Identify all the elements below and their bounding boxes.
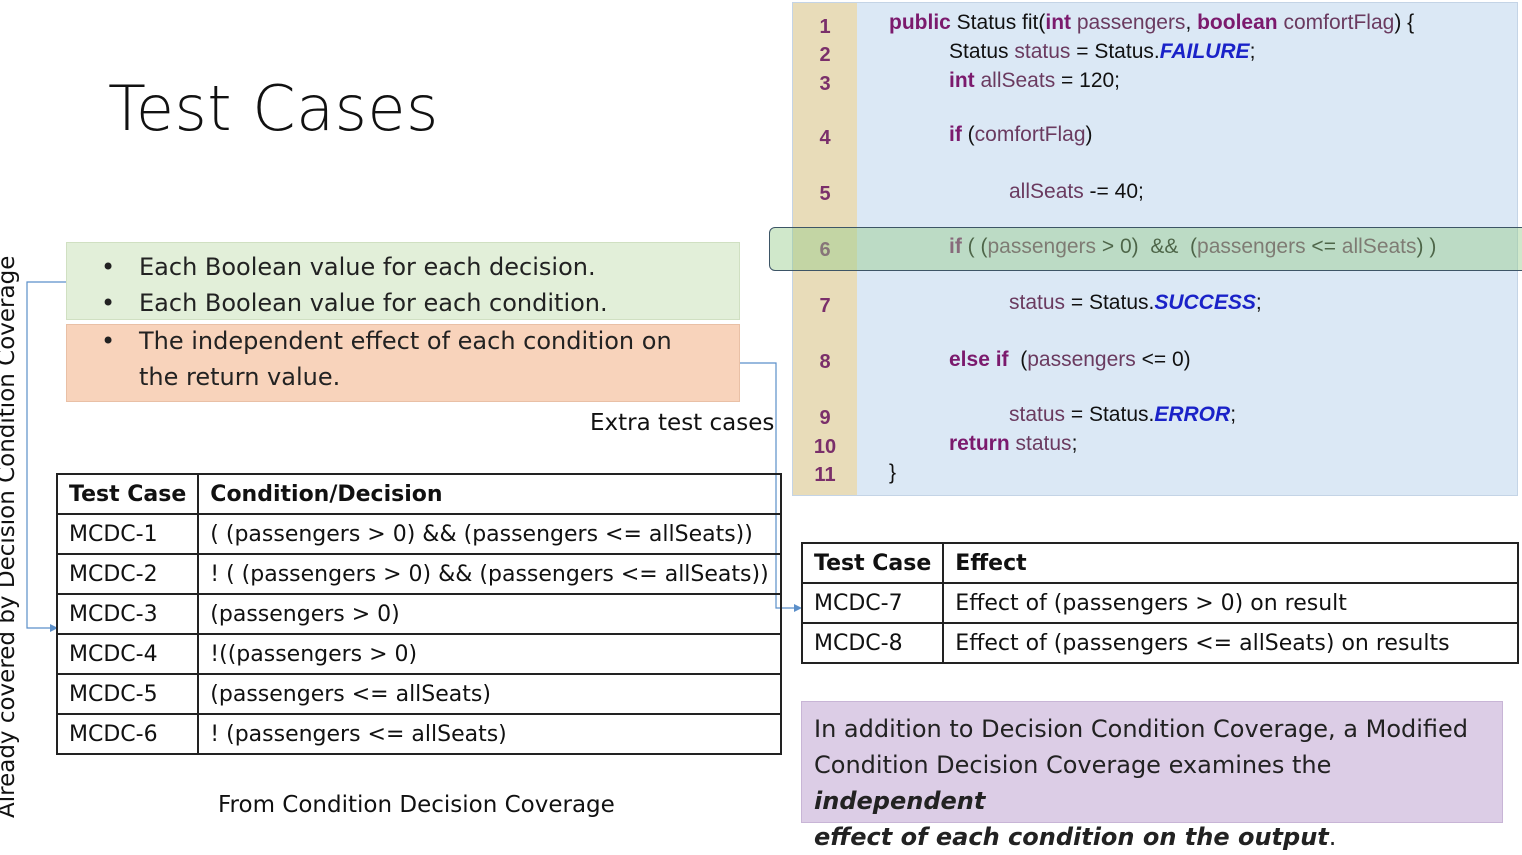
condition-cell: ( (passengers > 0) && (passengers <= all… [197, 513, 782, 555]
mcdc-note: In addition to Decision Condition Covera… [801, 701, 1503, 851]
extra-test-cases-label: Extra test cases [590, 410, 775, 436]
table-row: MCDC-5 (passengers <= allSeats) [55, 673, 782, 715]
test-case-cell: MCDC-2 [55, 553, 200, 595]
table-row: MCDC-6 ! (passengers <= allSeats) [55, 713, 782, 755]
decision-condition-box: • Each Boolean value for each decision. … [66, 242, 740, 320]
header-effect: Effect [942, 542, 1519, 584]
code-line-7: status = Status.SUCCESS; [1009, 291, 1262, 314]
condition-cell: ! (passengers <= allSeats) [197, 713, 782, 755]
code-line-9: status = Status.ERROR; [1009, 403, 1237, 426]
line-number: 1 [819, 16, 831, 38]
line-number: 7 [819, 295, 831, 317]
table-row: MCDC-2 ! ( (passengers > 0) && (passenge… [55, 553, 782, 595]
page-title: Test Cases [108, 72, 439, 145]
test-case-cell: MCDC-7 [800, 582, 945, 624]
table-header-row: Test Case Effect [800, 542, 1519, 584]
code-panel [792, 2, 1518, 496]
left-connector [26, 281, 66, 629]
table-header-row: Test Case Condition/Decision [55, 473, 782, 515]
table-row: MCDC-7 Effect of (passengers > 0) on res… [800, 582, 1519, 624]
test-case-cell: MCDC-4 [55, 633, 200, 675]
independent-effect-line-1: The independent effect of each condition… [139, 327, 672, 355]
left-table-caption: From Condition Decision Coverage [218, 792, 615, 818]
condition-cell: (passengers <= allSeats) [197, 673, 782, 715]
code-line-8: else if (passengers <= 0) [949, 348, 1191, 371]
table-row: MCDC-1 ( (passengers > 0) && (passengers… [55, 513, 782, 555]
code-line-10: return status; [949, 432, 1078, 455]
line-number: 3 [819, 73, 831, 95]
note-line-3: effect of each condition on the output. [814, 823, 1337, 851]
header-test-case: Test Case [800, 542, 945, 584]
condition-cell: (passengers > 0) [197, 593, 782, 635]
note-line-2: Condition Decision Coverage examines the… [814, 751, 1332, 815]
header-condition-decision: Condition/Decision [197, 473, 782, 515]
code-line-2: Status status = Status.FAILURE; [949, 40, 1256, 63]
code-line-1: public Status fit(int passengers, boolea… [889, 11, 1415, 34]
test-case-cell: MCDC-1 [55, 513, 200, 555]
code-line-11: } [889, 461, 897, 484]
line-number: 11 [814, 464, 836, 486]
condition-decision-table: Test Case Condition/Decision MCDC-1 ( (p… [55, 473, 782, 755]
test-case-cell: MCDC-6 [55, 713, 200, 755]
line-number: 4 [819, 127, 831, 149]
line-number: 10 [813, 436, 837, 458]
test-case-cell: MCDC-8 [800, 622, 945, 664]
right-arrowhead [794, 604, 802, 612]
line-number: 8 [819, 351, 831, 373]
decision-bullet-text: Each Boolean value for each decision. [139, 253, 596, 281]
left-arrowhead [50, 624, 58, 632]
bullet: • [101, 253, 116, 281]
bullet: • [101, 289, 116, 317]
table-row: MCDC-4 !((passengers > 0) [55, 633, 782, 675]
table-row: MCDC-3 (passengers > 0) [55, 593, 782, 635]
test-case-cell: MCDC-5 [55, 673, 200, 715]
condition-cell: !((passengers > 0) [197, 633, 782, 675]
code-line-5: allSeats -= 40; [1009, 180, 1144, 203]
note-line-1: In addition to Decision Condition Covera… [814, 715, 1469, 743]
bullet: • [101, 327, 116, 355]
independent-effect-box: • The independent effect of each conditi… [66, 324, 740, 402]
condition-bullet-text: Each Boolean value for each condition. [139, 289, 608, 317]
line-6-highlight [769, 227, 1522, 271]
condition-cell: ! ( (passengers > 0) && (passengers <= a… [197, 553, 782, 595]
code-line-6: if ( (passengers > 0) && (passengers <= … [949, 235, 1437, 258]
independent-effect-line-2: the return value. [139, 363, 341, 391]
line-number: 9 [819, 407, 831, 429]
line-number: 5 [819, 183, 831, 205]
line-number: 6 [819, 239, 831, 261]
code-line-3: int allSeats = 120; [949, 69, 1121, 92]
effect-table: Test Case Effect MCDC-7 Effect of (passe… [800, 542, 1519, 664]
table-row: MCDC-8 Effect of (passengers <= allSeats… [800, 622, 1519, 664]
effect-cell: Effect of (passengers > 0) on result [942, 582, 1519, 624]
effect-cell: Effect of (passengers <= allSeats) on re… [942, 622, 1519, 664]
line-number: 2 [819, 44, 831, 66]
header-test-case: Test Case [55, 473, 200, 515]
test-case-cell: MCDC-3 [55, 593, 200, 635]
line-number-gutter [793, 3, 857, 495]
code-line-4: if (comfortFlag) [949, 123, 1093, 146]
